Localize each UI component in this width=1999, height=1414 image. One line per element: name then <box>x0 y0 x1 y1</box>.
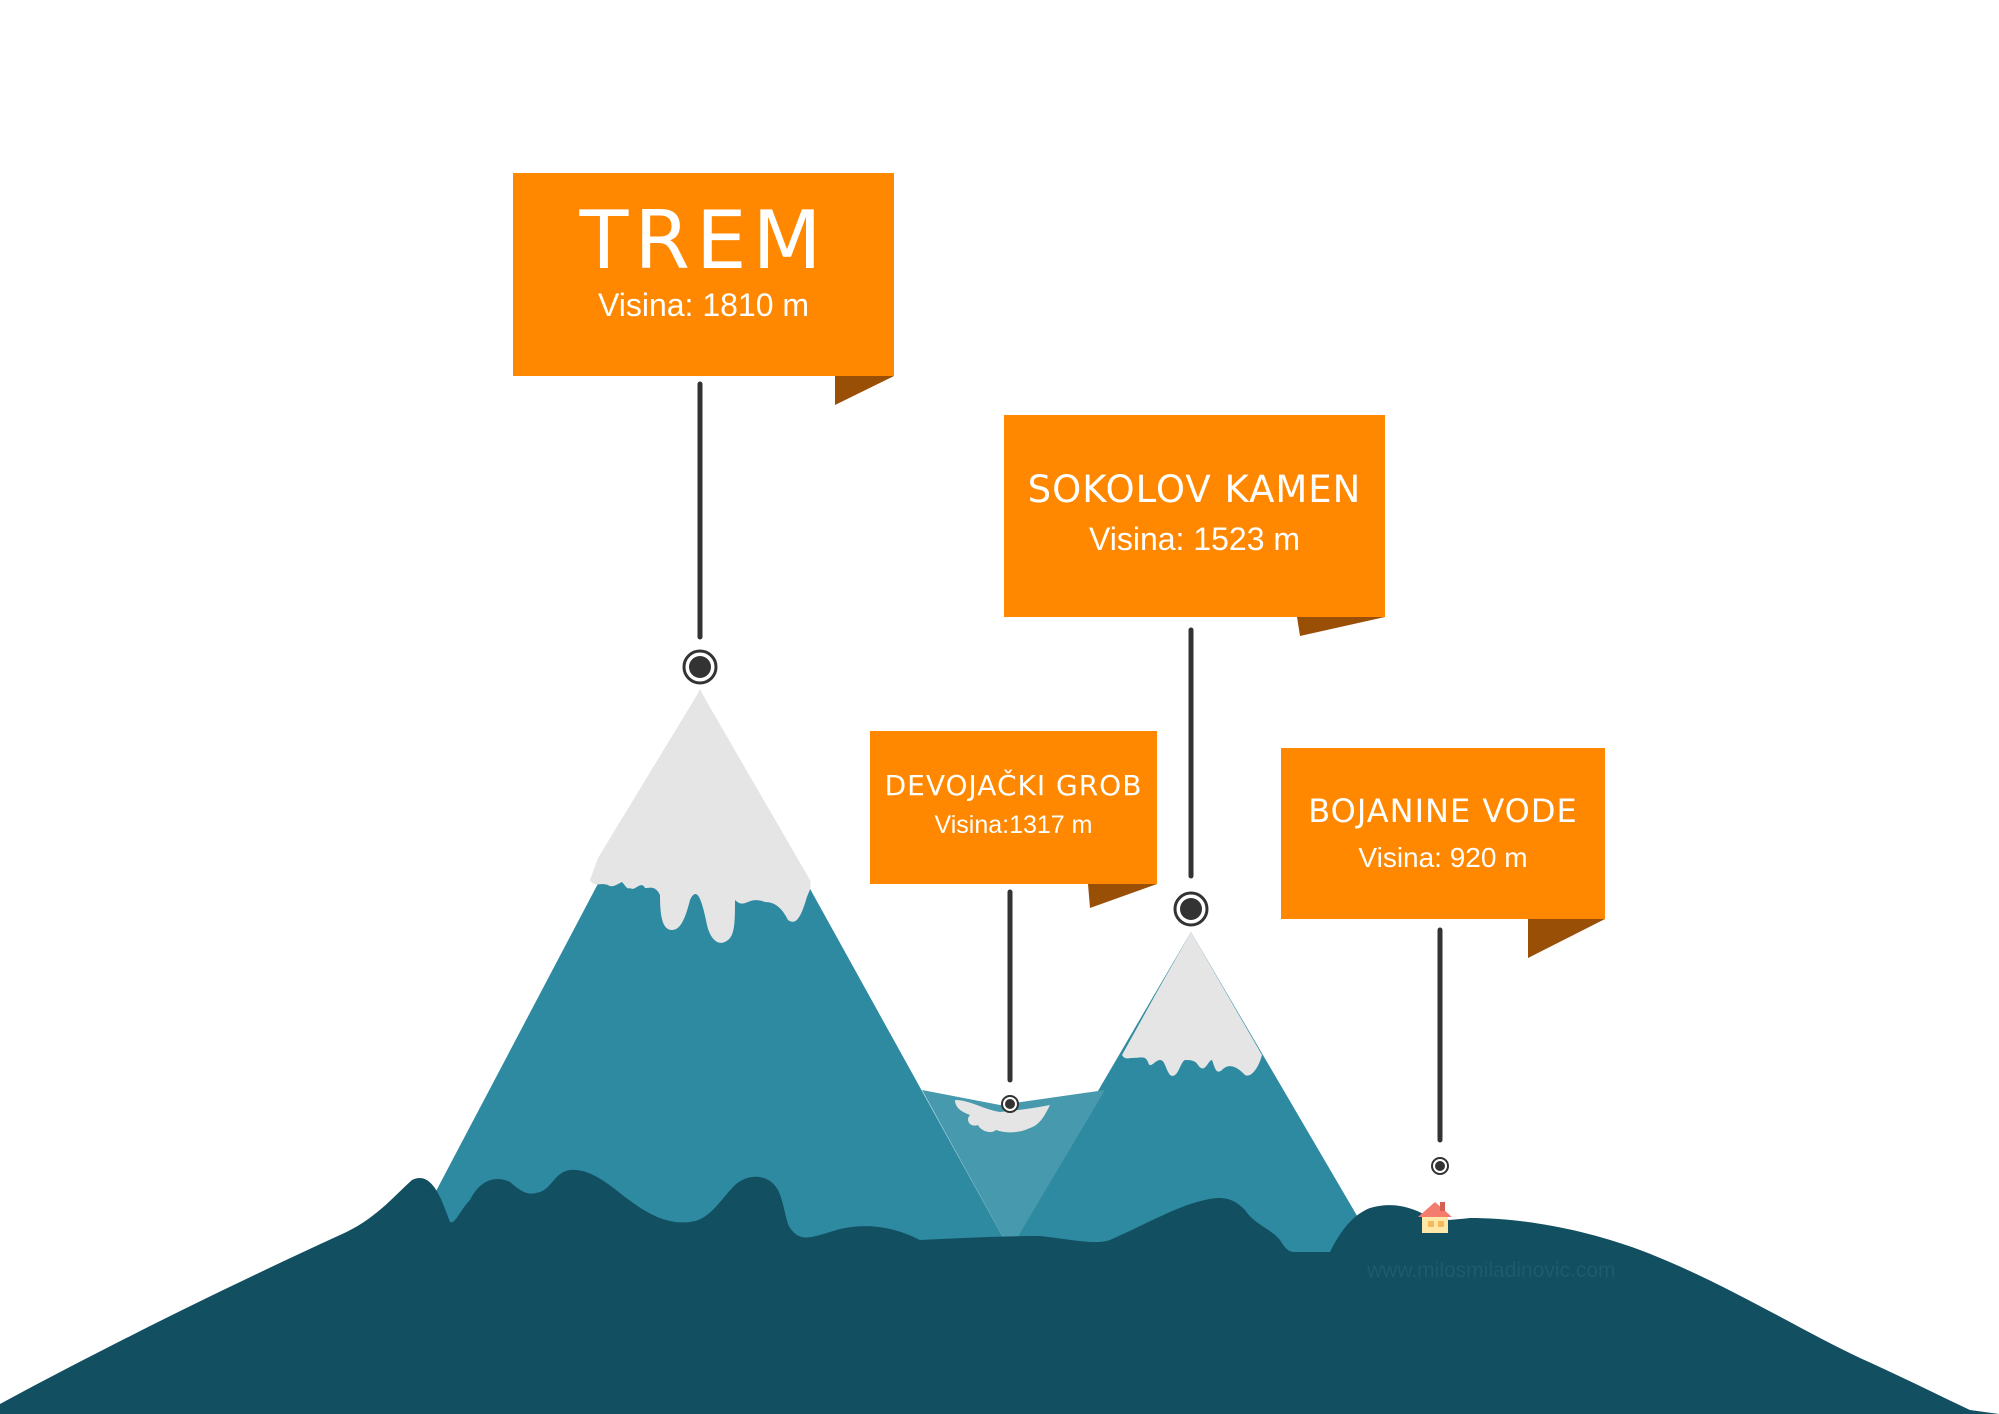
devojacki-altitude: Visina:1317 m <box>934 811 1093 839</box>
devojacki-label: DEVOJAČKI GROB Visina:1317 m <box>870 731 1157 884</box>
bojanine-altitude: Visina: 920 m <box>1358 842 1528 873</box>
trem-label-fold <box>835 376 894 405</box>
trem-pin <box>682 649 718 685</box>
sokolov-pin <box>1173 891 1209 927</box>
watermark: www.milosmiladinovic.com <box>1367 1259 1616 1282</box>
sokolov-mountain <box>1002 932 1380 1255</box>
bojanine-label: BOJANINE VODE Visina: 920 m <box>1281 748 1605 919</box>
valley-saddle <box>922 1090 1105 1250</box>
trem-name: TREM <box>579 194 828 287</box>
bojanine-pin <box>1431 1157 1449 1175</box>
bojanine-label-fold <box>1528 919 1605 958</box>
devojacki-label-fold <box>1088 884 1157 908</box>
house-icon <box>1418 1202 1452 1233</box>
sokolov-name: SOKOLOV KAMEN <box>1027 468 1362 511</box>
trem-altitude: Visina: 1810 m <box>597 287 810 323</box>
saddle-snow <box>955 1100 1050 1133</box>
trem-label: TREM Visina: 1810 m <box>513 173 894 376</box>
sokolov-label: SOKOLOV KAMEN Visina: 1523 m <box>1004 415 1385 617</box>
bojanine-name: BOJANINE VODE <box>1308 792 1578 830</box>
trem-snow-cap <box>590 690 811 943</box>
sokolov-snow-cap <box>1122 932 1262 1076</box>
devojacki-name: DEVOJAČKI GROB <box>884 769 1143 802</box>
trem-mountain <box>405 690 1010 1250</box>
sokolov-label-fold <box>1297 617 1385 636</box>
foreground-ground <box>0 1169 1999 1414</box>
devojacki-pin <box>1001 1095 1019 1113</box>
sokolov-altitude: Visina: 1523 m <box>1088 521 1301 557</box>
